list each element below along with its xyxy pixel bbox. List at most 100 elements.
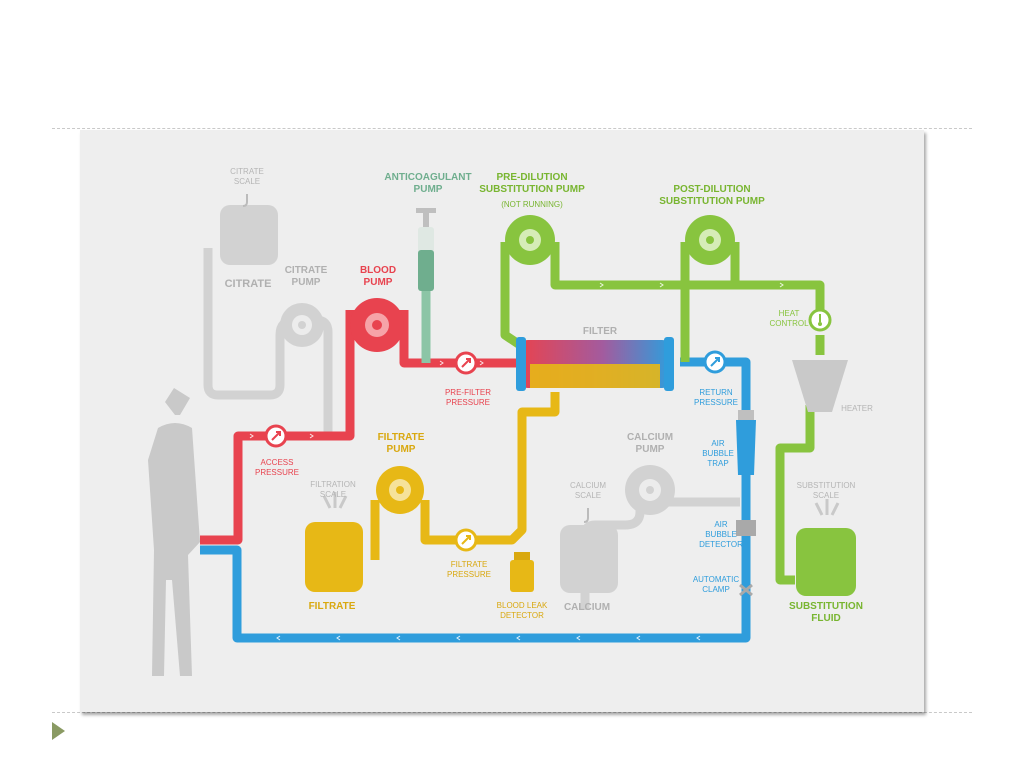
air-bubble-trap-label-1: AIR bbox=[711, 439, 725, 448]
post-dilution-label-1: POST-DILUTION bbox=[673, 184, 750, 195]
patient-figure bbox=[148, 388, 200, 676]
calcium-pump-label-1: CALCIUM bbox=[627, 432, 673, 443]
heater-label: HEATER bbox=[841, 404, 873, 413]
bottom-divider bbox=[52, 712, 972, 713]
citrate-scale-label-1: CITRATE bbox=[230, 167, 264, 176]
anticoagulant-syringe-plunger bbox=[416, 208, 436, 213]
blood-pump-label-1: BLOOD bbox=[360, 265, 396, 276]
air-bubble-detector-label-2: BUBBLE bbox=[705, 530, 737, 539]
calcium-scale-hook bbox=[583, 508, 589, 523]
access-pressure-label-1: ACCESS bbox=[261, 458, 294, 467]
air-bubble-detector-label-1: AIR bbox=[714, 520, 728, 529]
substitution-fluid-bag bbox=[796, 528, 856, 596]
filtrate-label: FILTRATE bbox=[309, 601, 356, 612]
citrate-scale-label-2: SCALE bbox=[234, 177, 260, 186]
filtration-scale-label-2: SCALE bbox=[320, 490, 346, 499]
post-dilution-label-2: SUBSTITUTION PUMP bbox=[659, 196, 765, 207]
filtrate-pump-line bbox=[370, 500, 512, 560]
return-pressure-label-2: PRESSURE bbox=[694, 398, 738, 407]
citrate-label: CITRATE bbox=[225, 278, 272, 290]
blood-pump-label-2: PUMP bbox=[364, 277, 393, 288]
automatic-clamp-label-1: AUTOMATIC bbox=[693, 575, 740, 584]
substitution-scale-label-1: SUBSTITUTION bbox=[797, 481, 856, 490]
pre-filter-pressure-label-2: PRESSURE bbox=[446, 398, 490, 407]
blood-return-line bbox=[200, 357, 751, 643]
air-bubble-detector-label-3: DETECTOR bbox=[699, 540, 743, 549]
filtrate-pump-label-2: PUMP bbox=[387, 444, 416, 455]
pre-filter-pressure-gauge bbox=[454, 351, 478, 375]
slide-bullet-icon bbox=[52, 722, 65, 740]
air-bubble-trap-label-2: BUBBLE bbox=[702, 449, 734, 458]
heat-control-label-2: CONTROL bbox=[769, 319, 809, 328]
filtrate-bag bbox=[305, 522, 363, 592]
filtrate-pump-label-1: FILTRATE bbox=[378, 432, 425, 443]
filtrate-pressure-label-1: FILTRATE bbox=[451, 560, 488, 569]
access-pressure-gauge bbox=[264, 424, 288, 448]
automatic-clamp-label-2: CLAMP bbox=[702, 585, 730, 594]
anticoagulant-pump-label-2: PUMP bbox=[414, 184, 443, 195]
substitution-fluid-label-1: SUBSTITUTION bbox=[789, 601, 863, 612]
filtrate-pressure-gauge bbox=[454, 528, 478, 552]
pre-dilution-label-1: PRE-DILUTION bbox=[496, 172, 567, 183]
blood-leak-detector-label-2: DETECTOR bbox=[500, 611, 544, 620]
filter-label: FILTER bbox=[583, 326, 618, 337]
citrate-pump-label-1: CITRATE bbox=[285, 265, 328, 276]
filtration-scale-label-1: FILTRATION bbox=[310, 480, 356, 489]
access-pressure-label-2: PRESSURE bbox=[255, 468, 299, 477]
calcium-label: CALCIUM bbox=[564, 602, 610, 613]
calcium-bag bbox=[560, 525, 618, 593]
air-bubble-trap bbox=[738, 410, 754, 420]
filtrate-line bbox=[485, 392, 560, 545]
citrate-bag bbox=[220, 205, 278, 265]
calcium-scale-label-2: SCALE bbox=[575, 491, 601, 500]
substitution-scale-label-2: SCALE bbox=[813, 491, 839, 500]
substitution-fluid-label-2: FLUID bbox=[811, 613, 840, 624]
heat-control-label-1: HEAT bbox=[779, 309, 800, 318]
top-divider bbox=[52, 128, 972, 129]
not-running-label: (NOT RUNNING) bbox=[501, 200, 563, 209]
automatic-clamp bbox=[739, 583, 753, 597]
air-bubble-trap-label-3: TRAP bbox=[707, 459, 728, 468]
air-bubble-detector bbox=[736, 520, 756, 536]
filtrate-pressure-label-2: PRESSURE bbox=[447, 570, 491, 579]
heat-control-gauge bbox=[808, 308, 832, 332]
blood-access-line bbox=[200, 310, 355, 545]
return-pressure-label-1: RETURN bbox=[699, 388, 733, 397]
calcium-pump-label-2: PUMP bbox=[636, 444, 665, 455]
anticoagulant-pump-label-1: ANTICOAGULANT bbox=[384, 172, 471, 183]
heater bbox=[792, 360, 848, 412]
return-pressure-gauge bbox=[703, 350, 727, 374]
substitution-scale-icon bbox=[814, 499, 840, 516]
blood-pump-line bbox=[399, 310, 520, 368]
heater-to-fluid-line bbox=[775, 335, 825, 585]
citrate-pump-label-2: PUMP bbox=[292, 277, 321, 288]
pre-filter-pressure-label-1: PRE-FILTER bbox=[445, 388, 491, 397]
filtration-scale-icon bbox=[322, 492, 348, 509]
calcium-scale-label-1: CALCIUM bbox=[570, 481, 606, 490]
blood-leak-detector-label-1: BLOOD LEAK bbox=[497, 601, 548, 610]
pre-dilution-label-2: SUBSTITUTION PUMP bbox=[479, 184, 585, 195]
